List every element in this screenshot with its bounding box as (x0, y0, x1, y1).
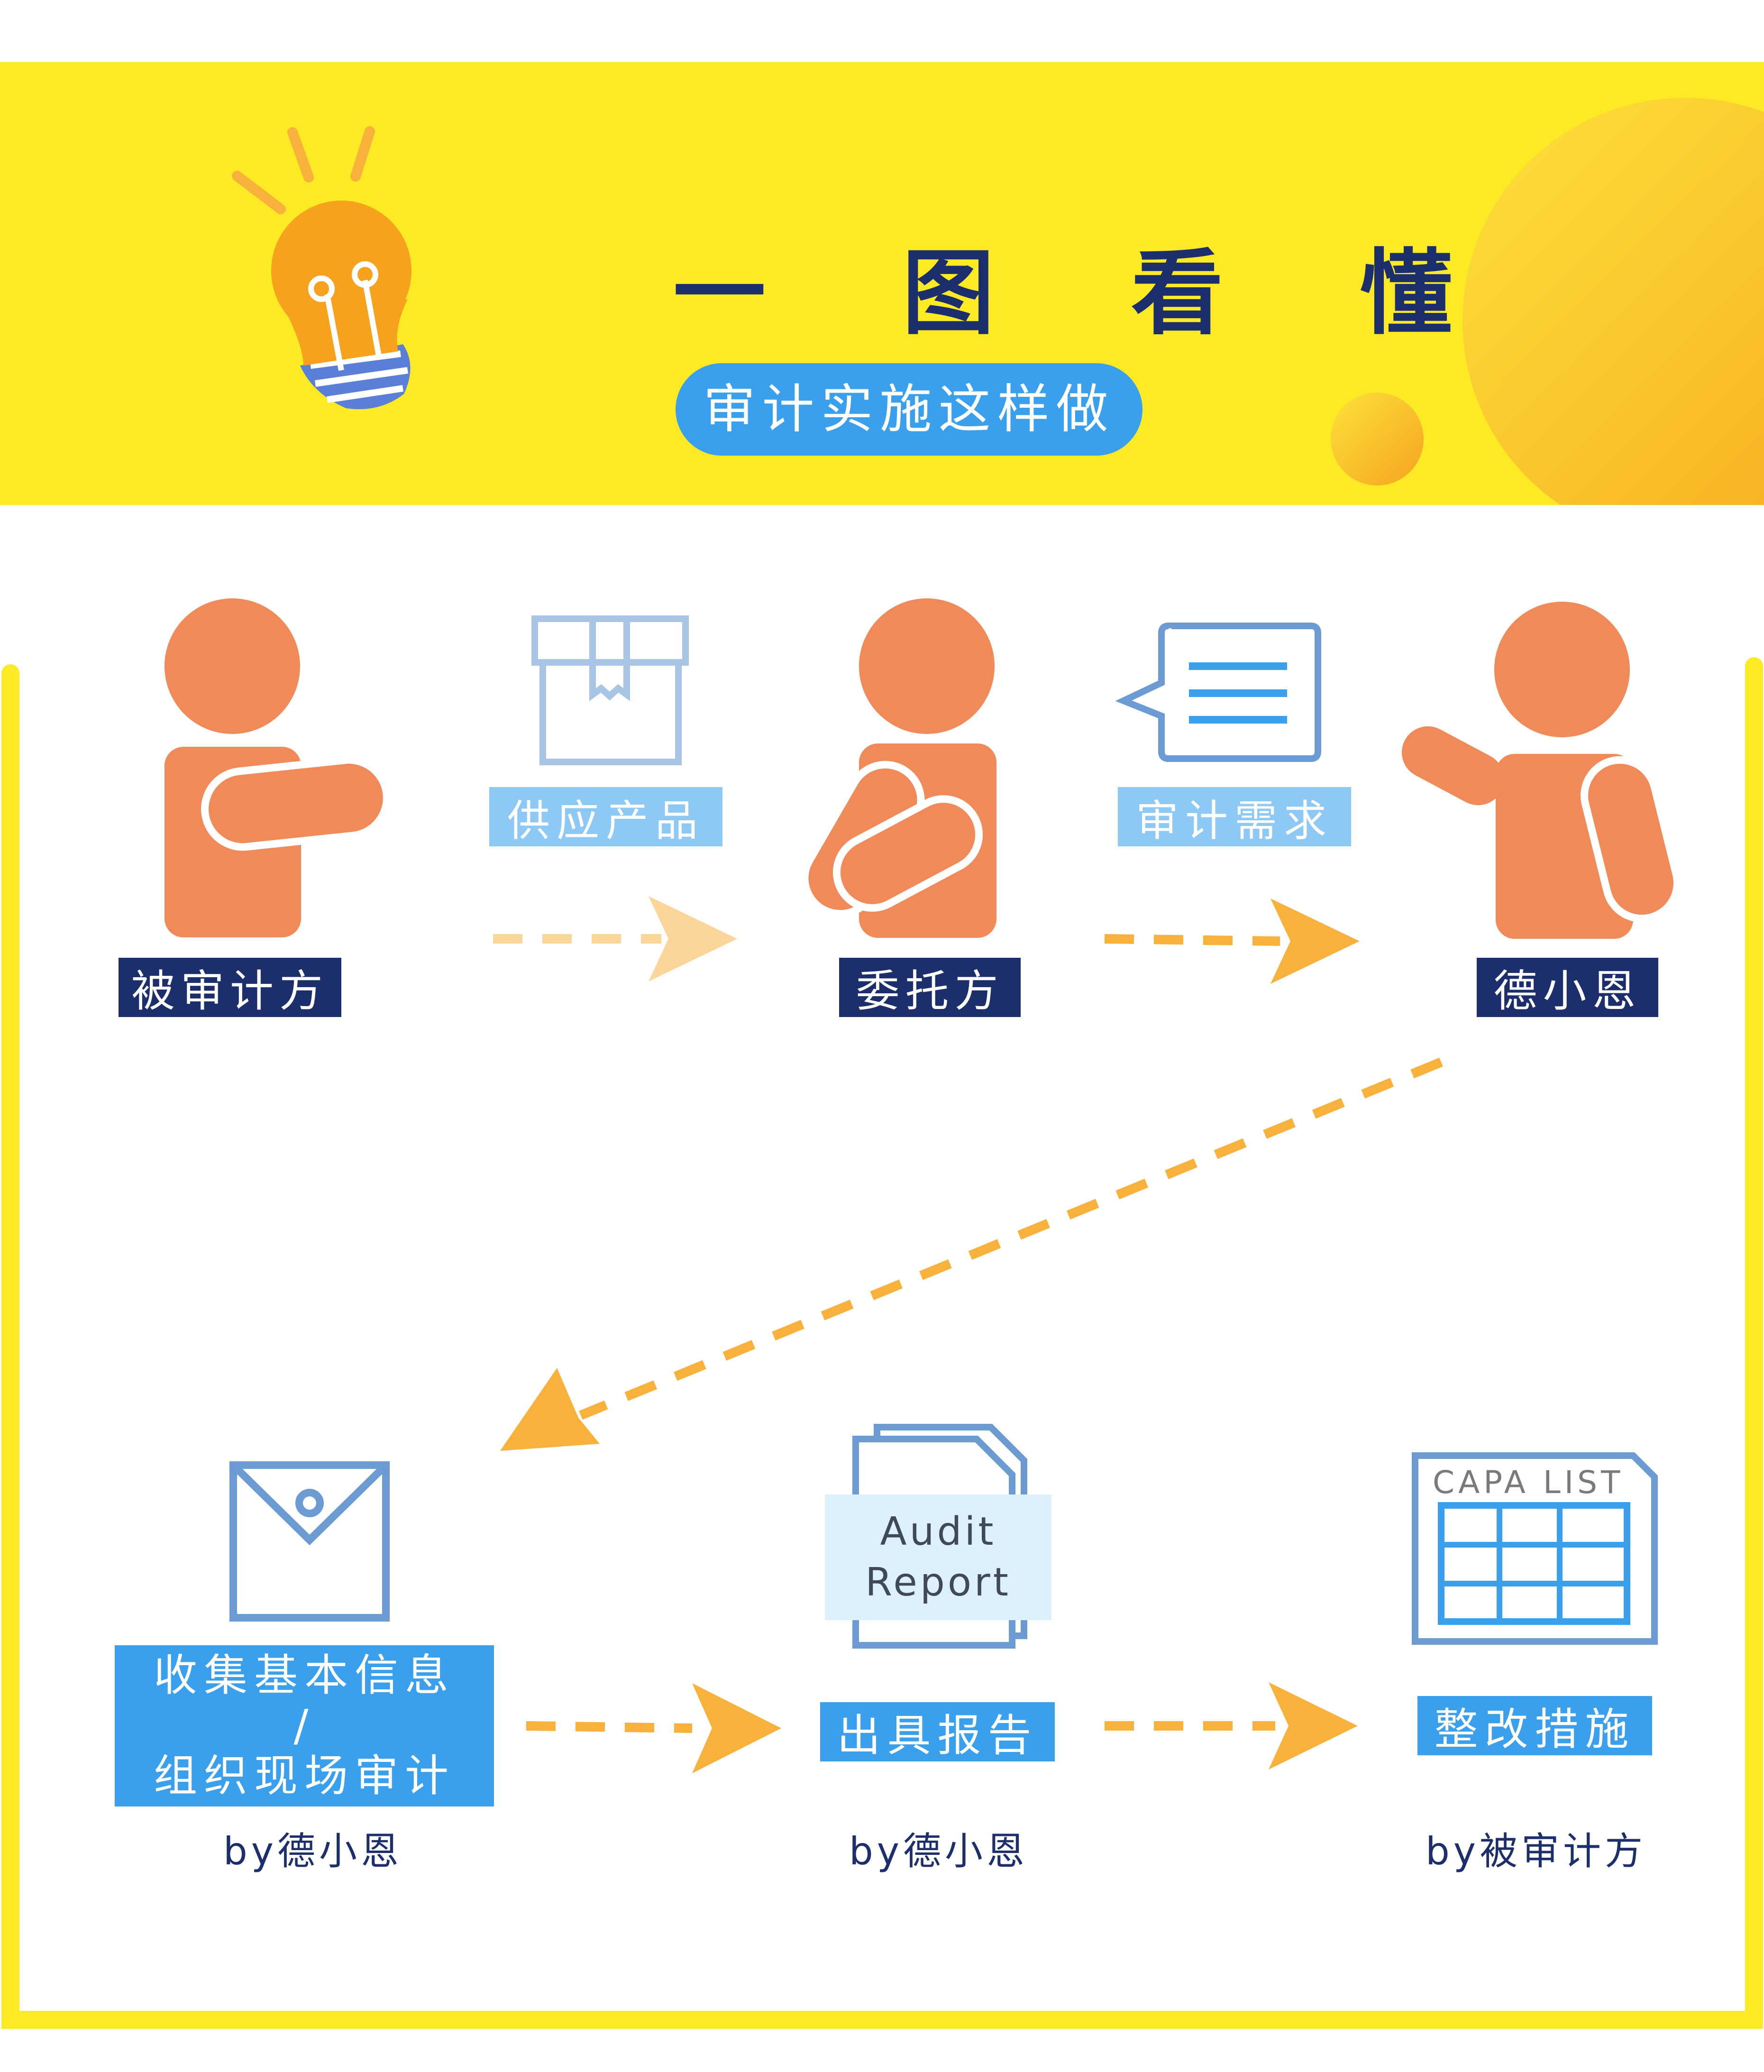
person-hugging-icon (801, 598, 996, 938)
capa-list-title: CAPA LIST (1433, 1464, 1624, 1501)
by-step-3: by被审计方 (1425, 1829, 1647, 1873)
label-client: 委托方 (839, 958, 1021, 1017)
label-collect-info: 收集基本信息 / 组织现场审计 (115, 1645, 494, 1806)
label-corrective-measures: 整改措施 (1417, 1696, 1652, 1755)
subtitle-pill: 审计实施这样做 (676, 363, 1142, 456)
deco-circle-large (1462, 98, 1764, 505)
page-title: 一 图 看 懂 (673, 239, 1505, 347)
label-audit-demand: 审计需求 (1118, 787, 1351, 846)
by-step-1: by德小恩 (223, 1829, 403, 1873)
box-icon (531, 615, 689, 765)
report-line-2: Report (865, 1559, 1011, 1605)
person-reaching-icon (1402, 602, 1681, 939)
arrow-to-report (526, 1683, 781, 1773)
arrow-demand (1104, 898, 1360, 984)
label-issue-report: 出具报告 (820, 1702, 1055, 1761)
by-step-2: by德小恩 (849, 1829, 1029, 1873)
collect-info-line-2: 组织现场审计 (153, 1750, 455, 1801)
collect-info-separator: / (293, 1700, 315, 1751)
envelope-icon (229, 1461, 390, 1622)
deco-circle-small (1331, 393, 1424, 486)
header-band: 一 图 看 懂 审计实施这样做 (0, 62, 1764, 505)
report-line-1: Audit (880, 1509, 996, 1554)
person-pointing-icon (165, 598, 391, 937)
label-supply-product: 供应产品 (489, 787, 722, 846)
yellow-frame (1, 657, 1763, 2029)
arrow-to-capa (1105, 1682, 1358, 1769)
arrow-diagonal (500, 1057, 1443, 1451)
audit-report-card: Audit Report (825, 1494, 1051, 1620)
arrow-supply (493, 896, 737, 981)
capa-table-icon (1412, 1452, 1658, 1645)
header-decoration (232, 98, 1764, 505)
light-bulb-icon (232, 126, 411, 409)
chat-bubble-icon (1115, 622, 1321, 762)
label-dexiaoen: 德小恩 (1477, 958, 1658, 1017)
collect-info-line-1: 收集基本信息 (153, 1650, 455, 1701)
label-auditee: 被审计方 (119, 958, 341, 1017)
